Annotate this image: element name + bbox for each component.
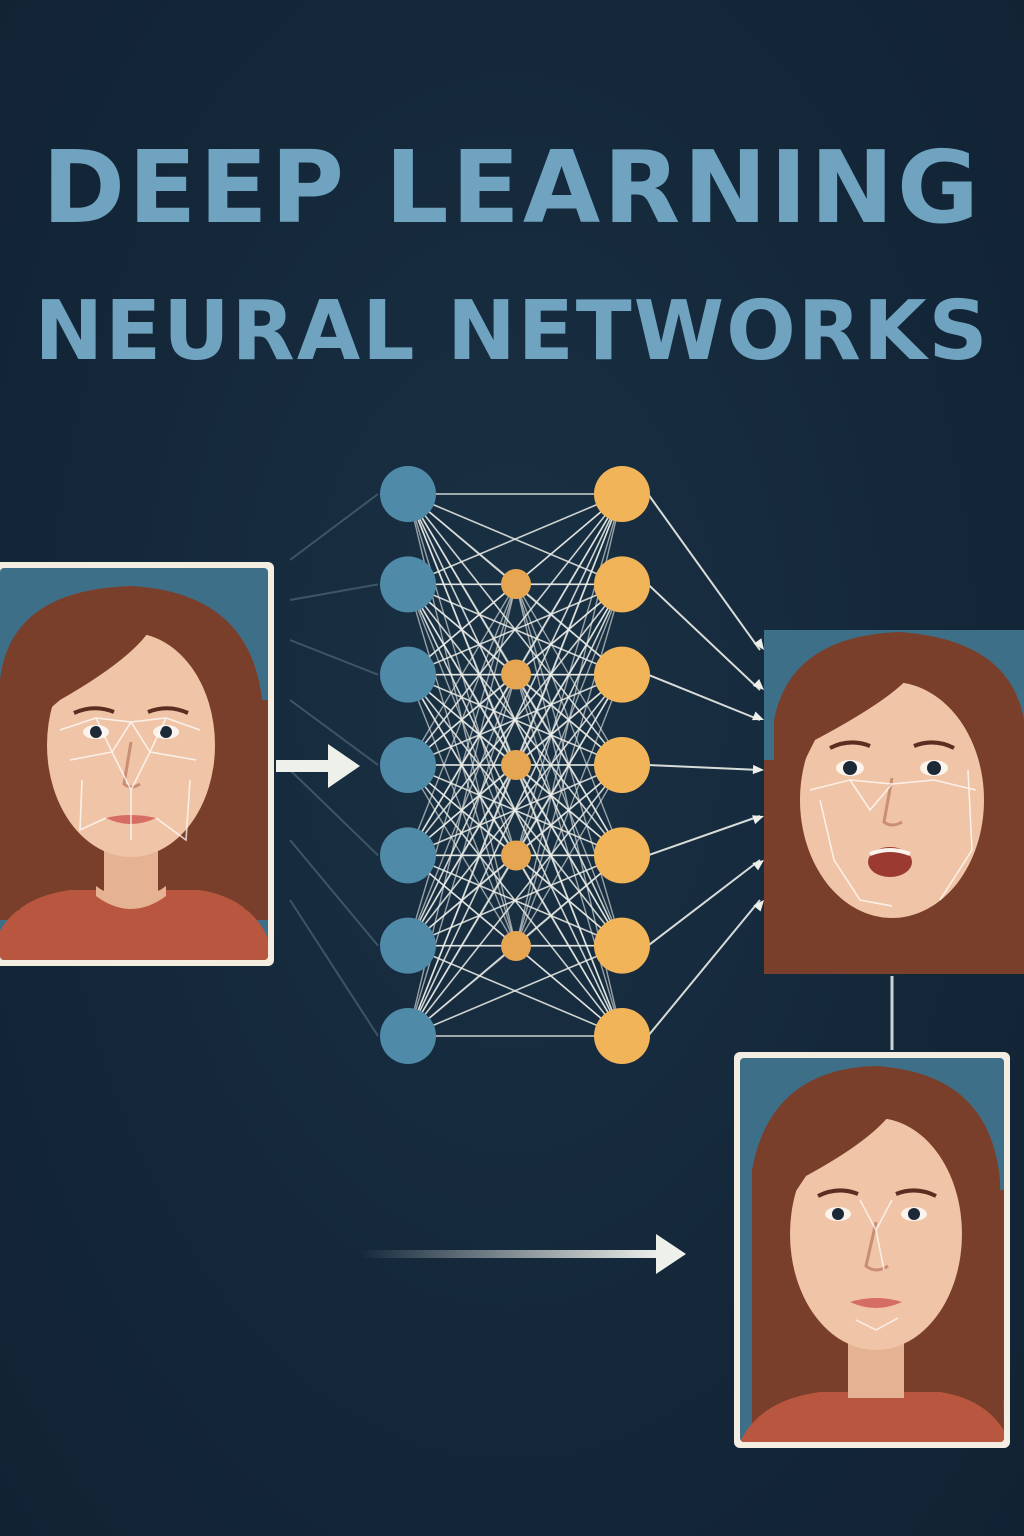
- arrow-head-icon: [752, 711, 764, 721]
- connection-line: [515, 764, 623, 947]
- output-node: [594, 917, 650, 974]
- output-face-open-mouth-card: [764, 630, 1024, 974]
- input-node: [380, 646, 436, 703]
- hidden-node: [501, 569, 531, 599]
- network-connections: [407, 493, 623, 1037]
- connection-line: [515, 493, 623, 856]
- output-node: [594, 827, 650, 884]
- connection-line: [407, 583, 517, 766]
- connection-line: [407, 583, 517, 946]
- incoming-line: [289, 899, 379, 1037]
- input-node: [380, 827, 436, 884]
- connection-line: [407, 764, 623, 1037]
- incoming-line: [289, 839, 379, 947]
- incoming-line: [289, 699, 379, 766]
- output-arrow-line: [647, 859, 761, 947]
- arrow-head-icon: [753, 638, 764, 650]
- output-arrow-line: [647, 815, 761, 857]
- connection-line: [515, 493, 623, 675]
- connection-line: [407, 583, 623, 1037]
- hidden-node: [501, 659, 531, 690]
- arrow-right-icon: [276, 744, 360, 788]
- input-face-card: [0, 562, 274, 966]
- input-node: [380, 737, 436, 793]
- connection-line: [407, 944, 623, 1037]
- connection-line: [407, 583, 517, 856]
- connection-line: [407, 855, 517, 1037]
- output-node: [594, 646, 650, 703]
- connection-line: [515, 584, 623, 947]
- connection-line: [407, 493, 623, 586]
- incoming-line: [289, 583, 379, 601]
- arrow-head-icon: [752, 815, 764, 825]
- output-node: [594, 1008, 650, 1064]
- connection-line: [515, 493, 623, 766]
- input-layer: [380, 466, 436, 1064]
- input-node: [380, 466, 436, 522]
- connection-line: [407, 493, 623, 947]
- output-node: [594, 466, 650, 522]
- connection-line: [407, 674, 517, 1037]
- arrow-head-icon: [752, 764, 764, 775]
- incoming-lines: [289, 493, 379, 1037]
- arrow-head-icon: [753, 900, 764, 912]
- arrow-right-icon: [360, 1234, 686, 1274]
- output-layer: [594, 466, 650, 1064]
- hidden-node: [501, 931, 531, 961]
- output-arrows: [647, 493, 764, 1037]
- hidden-node: [501, 840, 531, 871]
- input-node: [380, 1008, 436, 1064]
- output-arrow-line: [647, 673, 761, 721]
- input-node: [380, 556, 436, 613]
- output-node: [594, 556, 650, 613]
- output-arrow-line: [647, 764, 761, 771]
- title-deep-learning: DEEP LEARNING: [42, 129, 982, 246]
- connection-line: [407, 764, 517, 1037]
- output-node: [594, 737, 650, 793]
- output-face-calm-card: [734, 1052, 1010, 1448]
- output-arrow-line: [647, 583, 761, 691]
- title-neural-networks: NEURAL NETWORKS: [34, 284, 990, 379]
- hidden-layer: [501, 569, 531, 961]
- arrow-head-icon: [752, 860, 764, 871]
- connection-line: [515, 674, 623, 947]
- output-arrow-line: [647, 493, 761, 651]
- incoming-line: [289, 769, 379, 857]
- output-arrow-line: [647, 899, 761, 1037]
- hidden-node: [501, 750, 531, 780]
- incoming-line: [289, 639, 379, 676]
- connection-line: [407, 493, 623, 766]
- input-node: [380, 917, 436, 974]
- incoming-line: [289, 493, 379, 561]
- arrow-head-icon: [752, 679, 764, 690]
